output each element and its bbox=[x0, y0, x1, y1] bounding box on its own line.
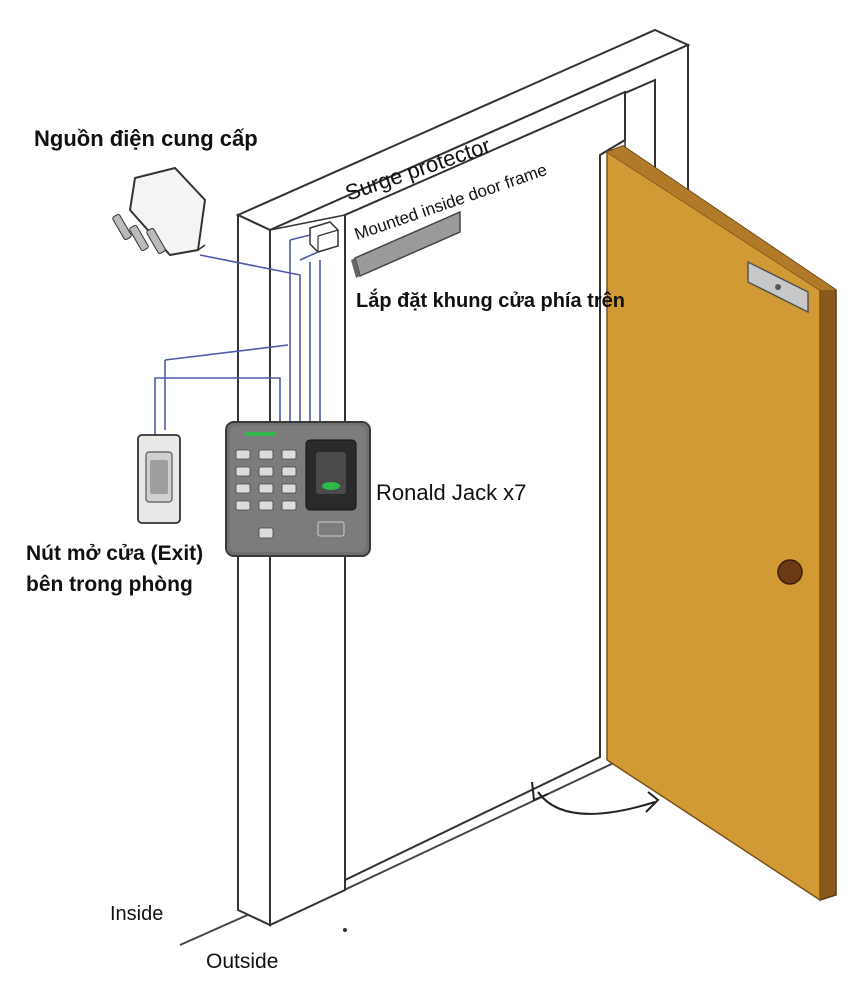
fingerprint-terminal bbox=[225, 421, 371, 557]
door-frame bbox=[235, 28, 691, 927]
surge-protector-box bbox=[309, 221, 339, 253]
inside-label: Inside bbox=[110, 903, 164, 925]
wires bbox=[154, 234, 321, 435]
exit-button-device bbox=[137, 434, 181, 524]
top-frame-mount-label: Lắp đặt khung cửa phía trên bbox=[356, 290, 625, 312]
keypad bbox=[235, 449, 297, 539]
power-plug-icon bbox=[112, 166, 207, 257]
exit-button-label-line2: bên trong phòng bbox=[26, 573, 193, 596]
door-knob bbox=[777, 559, 803, 585]
magnetic-lock bbox=[351, 210, 461, 278]
exit-button-label-line1: Nút mở cửa (Exit) bbox=[26, 542, 204, 565]
door-panel bbox=[606, 145, 837, 902]
power-supply-label: Nguồn điện cung cấp bbox=[34, 126, 258, 151]
armature-plate bbox=[747, 260, 809, 314]
door-swing-arrow bbox=[531, 781, 660, 815]
device-name-label: Ronald Jack x7 bbox=[376, 480, 527, 505]
outside-label: Outside bbox=[206, 950, 279, 973]
